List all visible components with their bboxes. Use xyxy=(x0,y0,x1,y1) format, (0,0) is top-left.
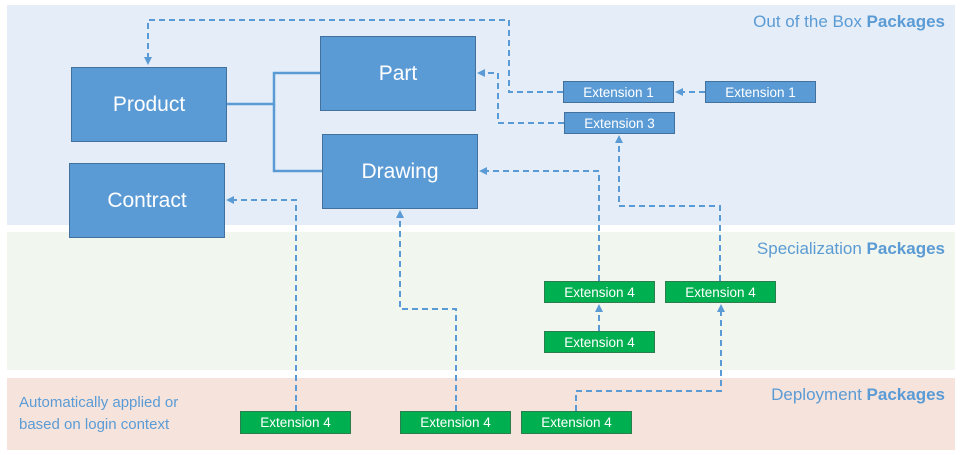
deploy-extension-4-a: Extension 4 xyxy=(240,411,351,434)
product-drawing-link xyxy=(272,104,322,173)
spec-extension-4-c: Extension 4 xyxy=(544,331,655,353)
ext4e-to-drawing xyxy=(396,210,457,411)
contract-box: Contract xyxy=(69,163,225,238)
note-line-2: based on login context xyxy=(19,416,170,433)
deployment-band: Deployment Packages xyxy=(7,378,955,450)
extension-3-box: Extension 3 xyxy=(564,112,675,134)
product-box: Product xyxy=(71,67,227,142)
ootb-band-title: Out of the Box Packages xyxy=(753,12,945,31)
note-line-1: Automatically applied or xyxy=(19,394,179,411)
drawing-box: Drawing xyxy=(322,134,478,209)
spec-extension-4-b: Extension 4 xyxy=(665,281,776,303)
deployment-note: Automatically applied or based on login … xyxy=(19,392,178,436)
ext4d-to-contract xyxy=(226,196,297,411)
specialization-band: Specialization Packages xyxy=(7,232,955,370)
ext4b-to-ext3 xyxy=(615,135,721,281)
product-part-link xyxy=(226,71,320,106)
deploy-extension-4-b: Extension 4 xyxy=(400,411,511,434)
ext3-to-part xyxy=(477,69,564,124)
deployment-band-title: Deployment Packages xyxy=(771,385,945,404)
ext4f-to-ext4b xyxy=(575,304,725,411)
specialization-band-title: Specialization Packages xyxy=(756,239,945,258)
part-box: Part xyxy=(320,36,476,111)
deploy-extension-4-c: Extension 4 xyxy=(521,411,632,434)
extension-1-source-box: Extension 1 xyxy=(705,81,816,103)
extension-1-box: Extension 1 xyxy=(563,81,674,103)
spec-extension-4-a: Extension 4 xyxy=(544,281,655,303)
ext4a-to-drawing xyxy=(479,167,600,281)
ext1-to-product xyxy=(144,19,563,93)
